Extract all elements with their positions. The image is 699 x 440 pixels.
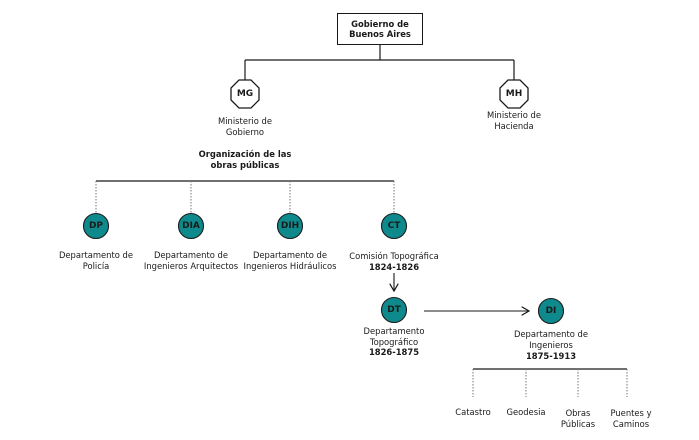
mh-octagon [499,79,529,109]
di-abbr: DI [545,306,557,316]
dia-circle [177,212,205,240]
dih-label: Departamento de Ingenieros Hidráulicos [243,250,337,271]
mg-label: Ministerio de Gobierno [217,116,272,137]
dt-abbr: DT [387,305,401,315]
ct-circle [380,212,408,240]
org-heading: Organización de las obras públicas [198,149,292,170]
mh-abbr: MH [505,89,523,99]
ct-abbr: CT [387,221,401,231]
root-node: Gobierno de Buenos Aires [337,13,423,45]
root-label: Gobierno de Buenos Aires [349,18,411,40]
mg-octagon [230,79,260,109]
mg-abbr: MG [236,89,254,99]
di-child-obras-publicas: Obras Públicas [560,408,596,429]
di-circle [537,297,565,325]
dt-circle [380,296,408,324]
di-years: 1875-1913 [525,351,577,361]
ct-label: Comisión Topográfica [349,251,439,261]
mh-label: Ministerio de Hacienda [486,110,541,131]
di-child-catastro: Catastro [455,407,491,417]
di-child-geodesia: Geodesia [506,407,546,417]
dih-circle [276,212,304,240]
dih-abbr: DIH [280,221,300,231]
dia-abbr: DIA [182,221,200,231]
dp-circle [82,212,110,240]
dt-years: 1826-1875 [368,347,420,357]
di-child-puentes-caminos: Puentes y Caminos [610,408,652,429]
ct-years: 1824-1826 [368,262,420,272]
dp-abbr: DP [88,221,104,231]
dt-label: Departamento Topográfico [363,326,425,347]
dia-label: Departamento de Ingenieros Arquitectos [143,250,239,271]
dp-label: Departamento de Policía [58,250,134,271]
di-label: Departamento de Ingenieros [513,329,589,350]
